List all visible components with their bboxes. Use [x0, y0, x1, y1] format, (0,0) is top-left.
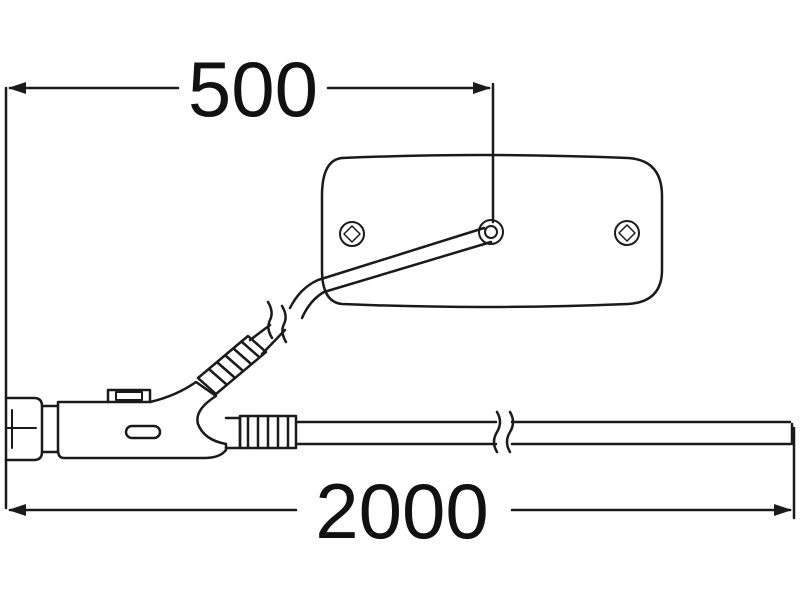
screw-right-slot	[618, 224, 636, 242]
upper-cable-edge-top	[288, 226, 486, 310]
upper-sleeve-rib	[216, 361, 236, 379]
screw-left	[339, 221, 365, 247]
upper-break-mark-right	[280, 304, 288, 344]
screw-left-slot	[343, 225, 361, 243]
screw-left-head	[339, 221, 365, 247]
upper-cable-sleeve	[196, 334, 268, 396]
screw-right	[614, 220, 640, 246]
upper-sleeve-rib	[224, 354, 244, 372]
connector-body-outline	[56, 380, 228, 460]
lower-cable-sleeve	[224, 414, 298, 450]
upper-cable-edge-bottom	[300, 240, 493, 320]
lower-sleeve-collar	[224, 416, 242, 450]
dimension-500: 500	[4, 45, 495, 510]
lower-break-mark-right	[505, 410, 515, 454]
bottom-left-arrowhead	[8, 504, 26, 516]
upper-sleeve-outline	[196, 334, 268, 396]
top-right-arrowhead	[473, 82, 491, 94]
grommet-outer	[478, 219, 504, 245]
connector-latch-slot	[115, 391, 143, 401]
lower-break-mark-left	[492, 410, 502, 454]
screw-right-head	[614, 220, 640, 246]
upper-sleeve-rib	[232, 347, 252, 365]
dimension-label-2000: 2000	[315, 467, 489, 555]
upper-break-mark-left	[266, 300, 274, 340]
upper-cable-lower-edge-bottom	[260, 328, 287, 356]
connector-housing	[4, 380, 228, 462]
plug-cap	[4, 396, 44, 462]
upper-cable-lower-edge-top	[248, 323, 272, 342]
bottom-right-arrowhead	[774, 504, 792, 516]
connector-latch	[106, 388, 152, 404]
cable-entry-grommet	[478, 219, 504, 245]
dimension-2000: 2000	[8, 426, 796, 555]
top-left-arrowhead	[8, 82, 26, 94]
upper-sleeve-rib	[208, 368, 228, 386]
lower-cable	[294, 410, 794, 454]
upper-sleeve-rib	[240, 340, 260, 358]
upper-cable	[248, 226, 493, 356]
grommet-inner	[484, 225, 498, 239]
dimension-label-500: 500	[188, 45, 318, 133]
connector-window	[124, 424, 162, 440]
